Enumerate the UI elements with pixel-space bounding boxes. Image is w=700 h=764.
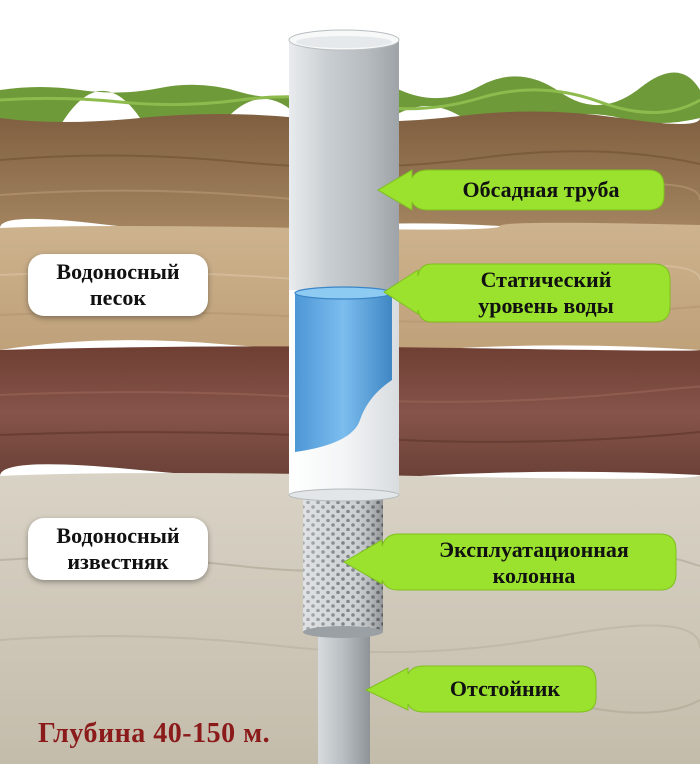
limestone-line-1: Водоносный bbox=[56, 523, 180, 548]
water-column bbox=[295, 293, 392, 452]
callout-static-level-label: Статический уровень воды bbox=[430, 267, 662, 319]
limestone-crack bbox=[0, 624, 700, 654]
casing-pipe bbox=[288, 29, 400, 502]
callout-static-level-shape bbox=[383, 263, 671, 323]
water-surface bbox=[294, 286, 393, 300]
depth-caption: Глубина 40-150 м. bbox=[38, 718, 271, 749]
sand-line-1: Водоносный bbox=[56, 259, 180, 284]
clay-streak bbox=[0, 385, 700, 403]
label-aquifer-sand: Водоносный песок bbox=[28, 254, 208, 316]
static-level-line-1: Статический bbox=[480, 267, 612, 292]
sump-pipe bbox=[318, 625, 370, 764]
callout-sump-shape bbox=[364, 665, 597, 713]
callout-production-shape bbox=[343, 533, 677, 591]
production-column bbox=[303, 492, 383, 638]
callout-casing-label: Обсадная труба bbox=[462, 177, 620, 202]
callout-production-label: Эксплуатационная колонна bbox=[398, 537, 670, 589]
production-line-2: колонна bbox=[492, 563, 576, 588]
production-line-1: Эксплуатационная bbox=[439, 537, 629, 562]
callout-sump-label: Отстойник bbox=[449, 676, 561, 701]
label-aquifer-limestone: Водоносный известняк bbox=[28, 518, 208, 580]
sand-line-2: песок bbox=[89, 285, 147, 310]
limestone-line-2: известняк bbox=[67, 549, 169, 574]
static-level-line-2: уровень воды bbox=[478, 293, 614, 318]
callout-casing-shape bbox=[377, 169, 665, 211]
